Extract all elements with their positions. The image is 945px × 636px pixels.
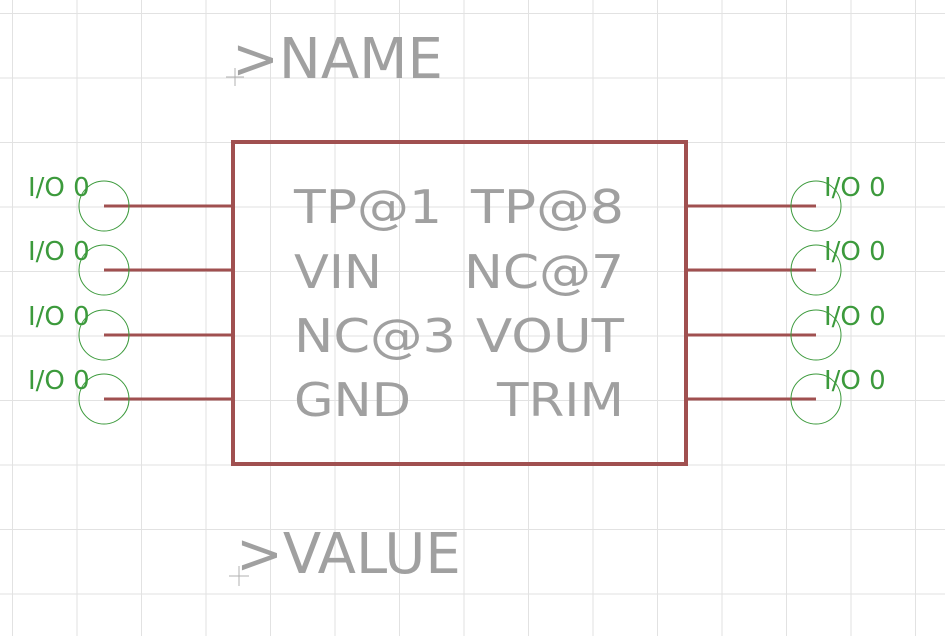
- pin-connection-circle[interactable]: [78, 309, 130, 361]
- value-placeholder[interactable]: >VALUE: [236, 522, 461, 587]
- pin-connection-circle[interactable]: [790, 244, 842, 296]
- pin-connection-circles: [78, 180, 842, 425]
- pin-names-left: TP@1 VIN NC@3 GND: [293, 180, 456, 427]
- pin-connection-circle[interactable]: [78, 373, 130, 425]
- pin-io-label: I/O 0: [824, 173, 886, 203]
- pin-connection-circle[interactable]: [790, 309, 842, 361]
- left-pin-leads: [104, 204, 233, 401]
- right-pin-leads: [686, 204, 816, 401]
- pin-connection-circle[interactable]: [790, 373, 842, 425]
- pin-name-right: VOUT: [476, 309, 625, 363]
- pin-names-right: TP@8 NC@7 VOUT TRIM: [464, 180, 625, 427]
- pin-io-label: I/O 0: [28, 237, 90, 267]
- symbol-body[interactable]: [231, 140, 688, 466]
- pin-io-label: I/O 0: [28, 366, 90, 396]
- pin-name-right: NC@7: [464, 245, 624, 299]
- pin-io-labels: I/O 0 I/O 0 I/O 0 I/O 0 I/O 0 I/O 0 I/O …: [28, 173, 886, 396]
- pin-io-label: I/O 0: [824, 237, 886, 267]
- pin-name-right: TRIM: [496, 373, 624, 427]
- pin-name-left: NC@3: [294, 309, 456, 363]
- pin-name-right: TP@8: [470, 180, 624, 234]
- pin-connection-circle[interactable]: [78, 244, 130, 296]
- pin-name-left: VIN: [294, 245, 382, 299]
- name-origin-cross: [226, 68, 244, 86]
- value-origin-cross: [229, 566, 249, 586]
- pin-io-label: I/O 0: [28, 302, 90, 332]
- pin-io-label: I/O 0: [28, 173, 90, 203]
- pin-io-label: I/O 0: [824, 302, 886, 332]
- pin-name-left: TP@1: [293, 180, 442, 234]
- pin-connection-circle[interactable]: [790, 180, 842, 232]
- pin-connection-circle[interactable]: [78, 180, 130, 232]
- pin-name-left: GND: [294, 373, 411, 427]
- pin-io-label: I/O 0: [824, 366, 886, 396]
- name-placeholder[interactable]: >NAME: [232, 27, 443, 92]
